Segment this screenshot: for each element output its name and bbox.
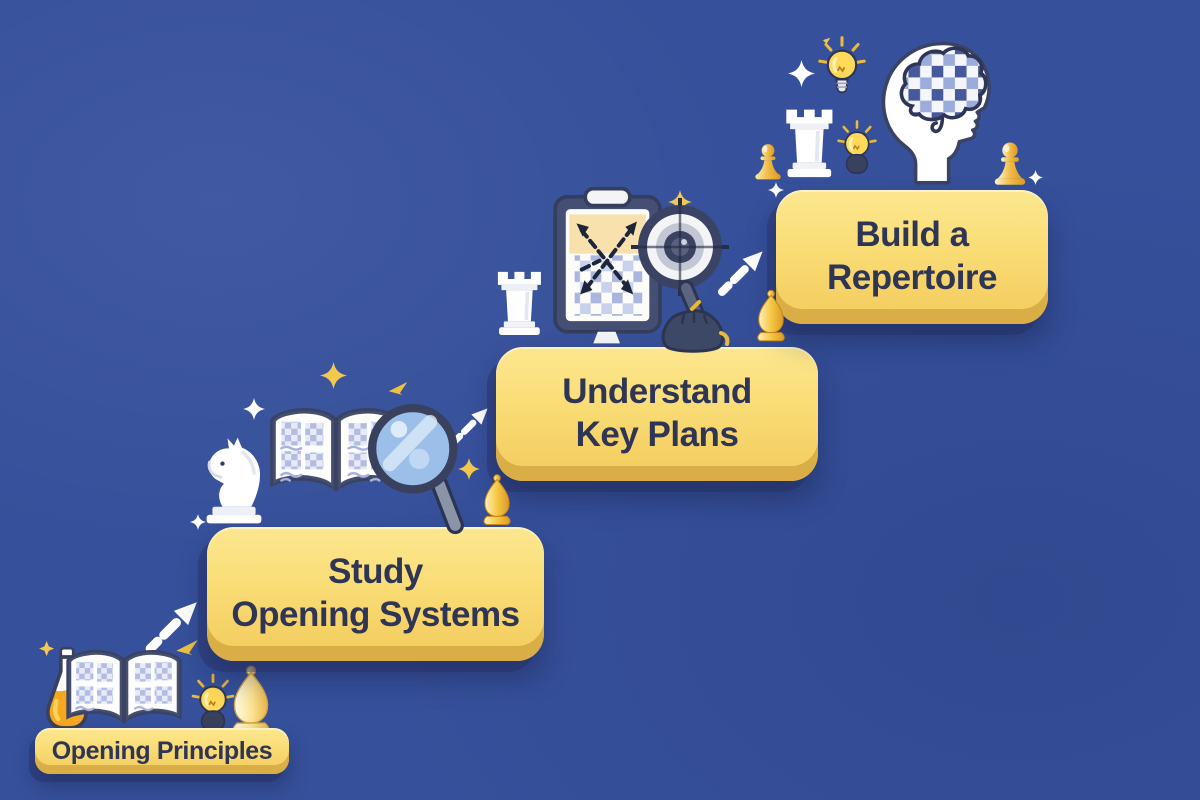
dart-sparkle-icon (176, 640, 198, 655)
strategy-clipboard-icon (553, 186, 662, 344)
step-label-line-2: Opening Systems (231, 595, 520, 634)
step-label-line-2: Repertoire (826, 258, 998, 297)
lightbulb-icon (837, 120, 877, 175)
bishop-piece-icon (483, 474, 511, 525)
sparkle-icon (788, 60, 815, 87)
step-label-line-1: Understand (562, 372, 752, 412)
bishop-piece-icon (757, 289, 785, 342)
pawn-piece-icon (994, 142, 1026, 185)
sparkle-icon (768, 182, 784, 198)
pawn-piece-icon (755, 144, 781, 180)
lightbulb-icon (191, 673, 235, 733)
step-label-line-1: Study (328, 552, 423, 592)
step-box-study-opening-systems: Study Opening Systems (207, 527, 544, 661)
rook-piece-icon (786, 109, 833, 178)
step-label: Opening Principles (51, 736, 273, 765)
sparkle-icon (320, 362, 347, 389)
chess-book-icon (66, 649, 182, 724)
sparkle-icon (458, 458, 480, 480)
rook-piece-icon (497, 271, 541, 335)
step-label-line-2: Key Plans (575, 415, 739, 454)
arrow-up-right-icon (145, 602, 197, 654)
dart-sparkle-icon (388, 382, 408, 395)
sparkle-icon (243, 398, 265, 420)
step-box-build-a-repertoire: Build a Repertoire (776, 190, 1048, 324)
step-label-line-1: Build a (855, 215, 969, 255)
head-brain-icon (881, 41, 991, 185)
knight-piece-icon (206, 437, 262, 524)
step-box-understand-key-plans: Understand Key Plans (496, 347, 818, 481)
sparkle-icon (190, 514, 206, 530)
pouch-icon (661, 309, 725, 353)
step-box-opening-principles: Opening Principles (35, 728, 289, 774)
arrow-up-right-icon (718, 251, 763, 296)
sparkle-icon (1028, 170, 1043, 185)
lightbulb-icon (818, 36, 866, 94)
magnifier-icon (368, 403, 464, 535)
target-scope-icon (631, 198, 730, 353)
